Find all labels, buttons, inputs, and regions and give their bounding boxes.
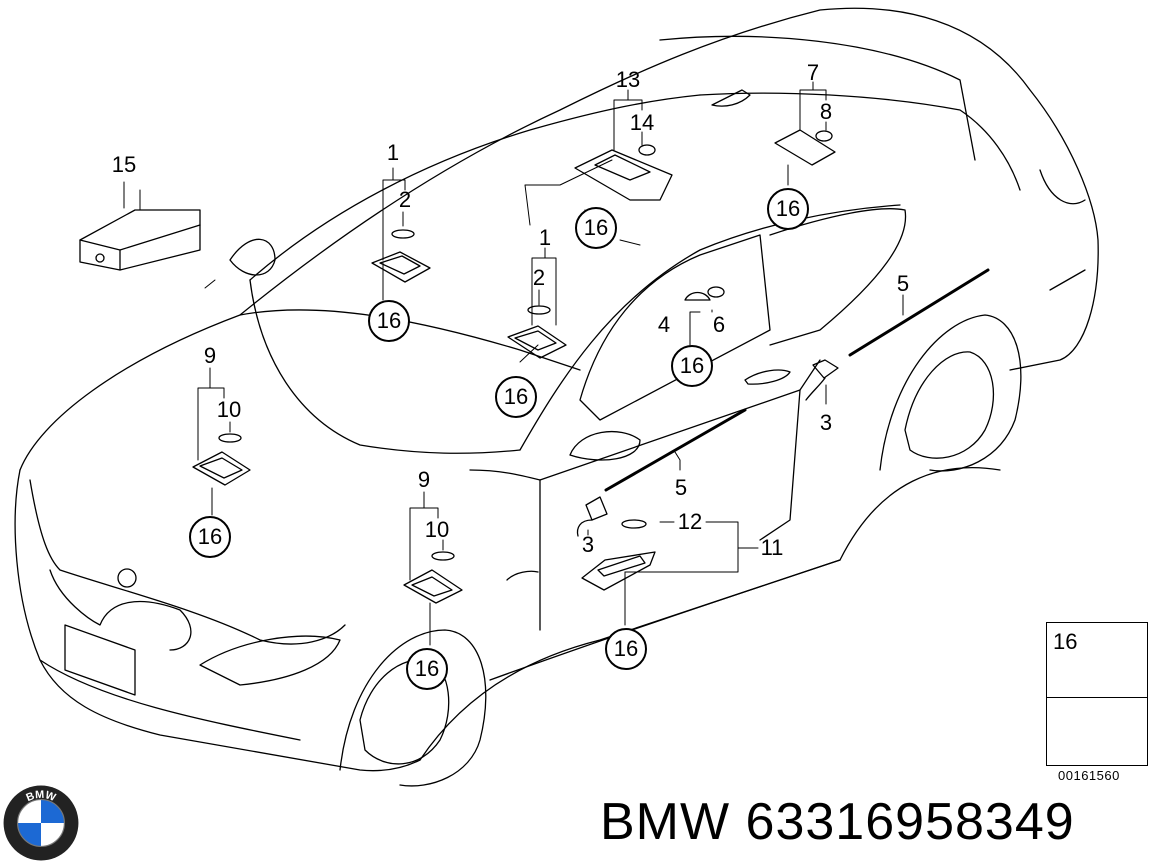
reference-16-circle: 16 — [767, 188, 809, 230]
callout-1: 1 — [386, 140, 400, 165]
callout-15: 15 — [111, 152, 137, 177]
reference-16-circle: 16 — [605, 628, 647, 670]
legend-divider — [1047, 697, 1147, 698]
callout-5: 5 — [674, 475, 688, 500]
lamp-components — [79, 129, 839, 604]
callout-2: 2 — [398, 187, 412, 212]
car-body-outline — [14, 7, 1099, 787]
callout-3: 3 — [819, 410, 833, 435]
reference-16-circle: 16 — [495, 376, 537, 418]
callout-12: 12 — [677, 509, 703, 534]
callout-5: 5 — [896, 271, 910, 296]
callout-11: 11 — [760, 535, 784, 560]
callout-6: 6 — [712, 312, 726, 337]
callout-9: 9 — [417, 467, 431, 492]
callout-10: 10 — [424, 517, 450, 542]
svg-text:BMW: BMW — [24, 789, 57, 804]
callout-9: 9 — [203, 343, 217, 368]
callout-8: 8 — [819, 99, 833, 124]
reference-16-circle: 16 — [406, 648, 448, 690]
bmw-logo: BMW — [3, 785, 79, 861]
part-number: 63316958349 — [745, 793, 1075, 851]
callout-1: 1 — [538, 225, 552, 250]
document-number: 00161560 — [1058, 768, 1120, 783]
brand-name: BMW — [600, 793, 731, 851]
leader-lines — [123, 81, 904, 646]
callout-13: 13 — [615, 67, 641, 92]
reference-16-circle: 16 — [671, 345, 713, 387]
callout-4: 4 — [657, 312, 671, 337]
door-seal-strips — [604, 268, 990, 492]
reference-16-circle: 16 — [575, 207, 617, 249]
callout-2: 2 — [532, 265, 546, 290]
logo-letters: BMW — [24, 789, 57, 804]
reference-16-circle: 16 — [189, 516, 231, 558]
legend-number: 16 — [1053, 629, 1078, 654]
reference-16-circle: 16 — [368, 300, 410, 342]
part-caption: BMW 63316958349 — [600, 792, 1075, 852]
callout-7: 7 — [806, 60, 820, 85]
callout-14: 14 — [629, 110, 655, 135]
legend-box: 16 — [1046, 622, 1148, 766]
callout-3: 3 — [581, 532, 595, 557]
callout-10: 10 — [216, 397, 242, 422]
